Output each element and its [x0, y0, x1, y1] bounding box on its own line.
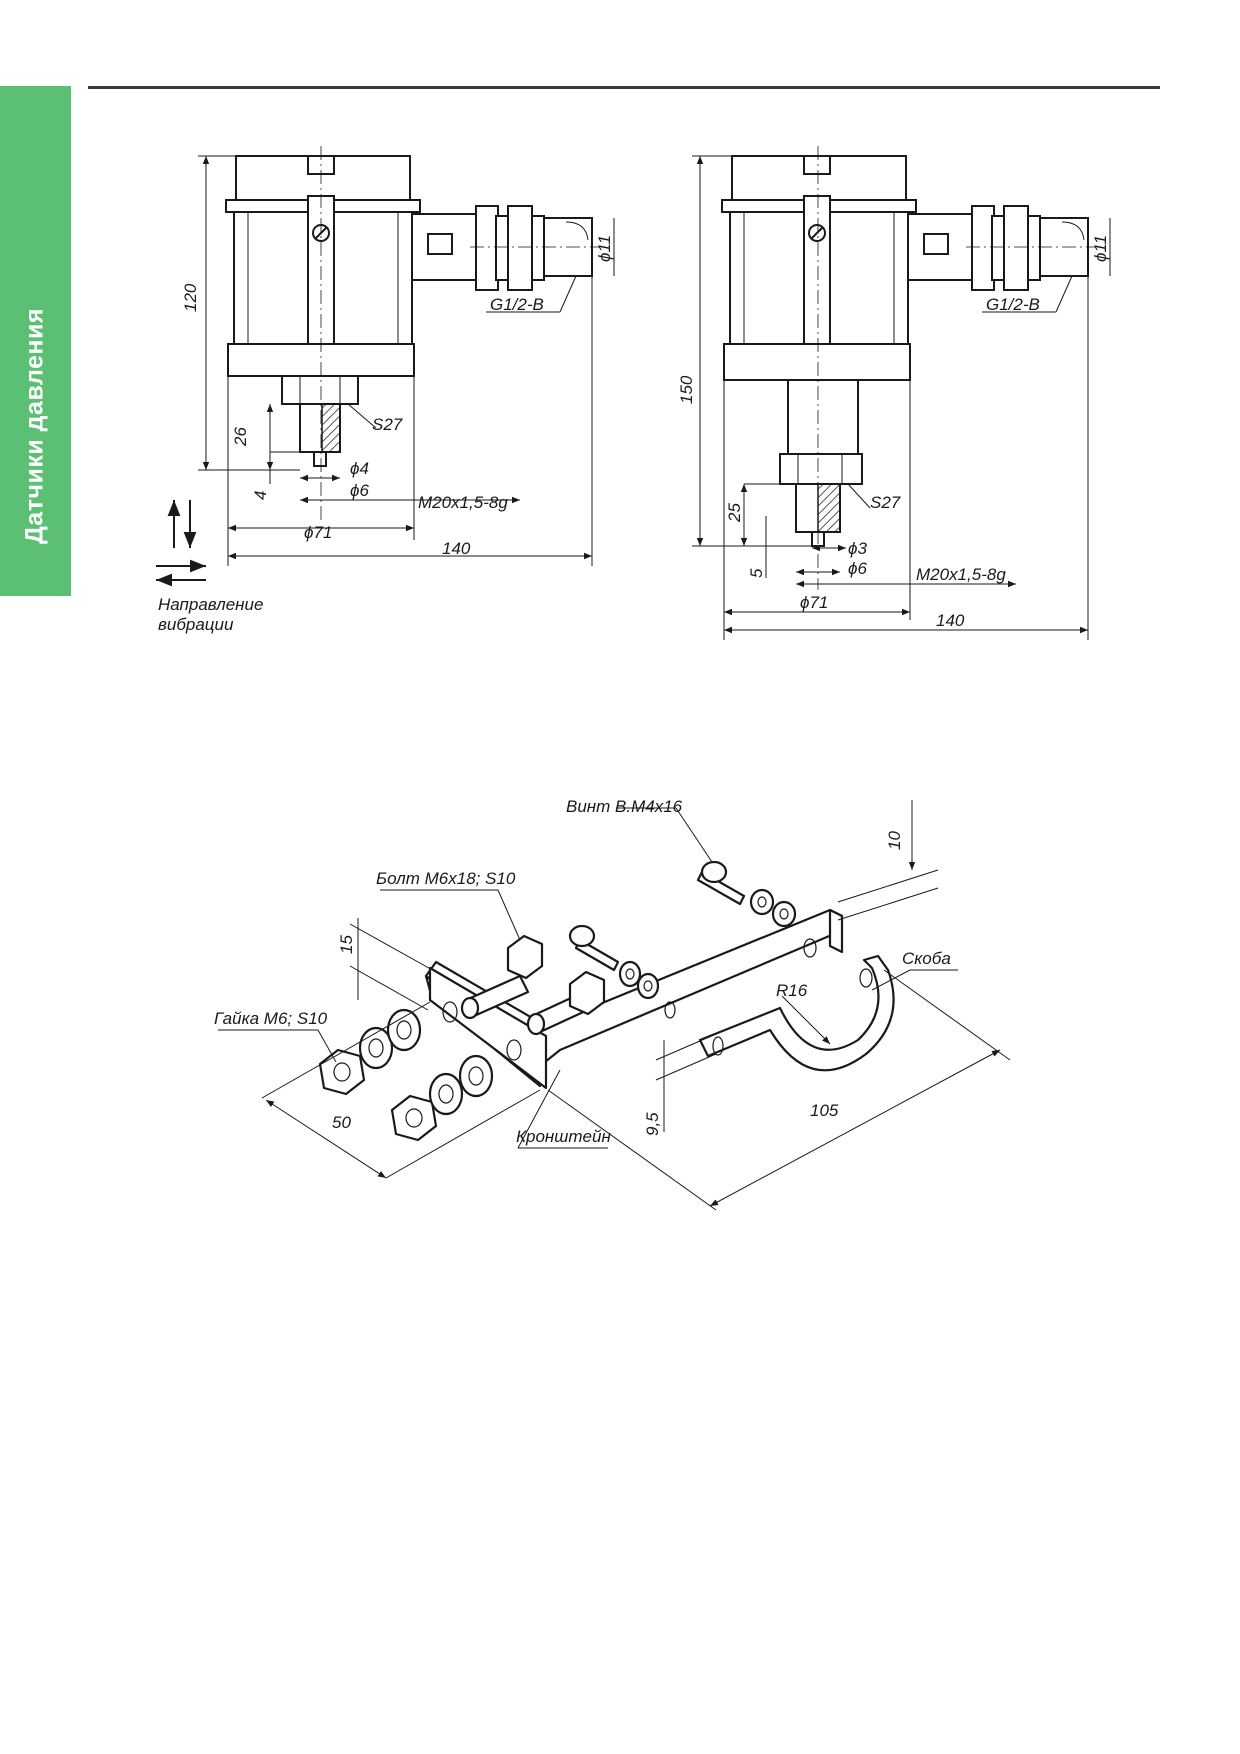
dim-bore-right: ϕ3 — [848, 539, 867, 558]
dim-port-right: G1/2-B — [986, 295, 1040, 314]
section-tab: Датчики давления — [0, 86, 71, 596]
dim-connector-left: ϕ11 — [595, 235, 614, 262]
dim-body-right: ϕ71 — [800, 593, 828, 612]
dim-stud-left: 26 — [231, 427, 250, 447]
vibration-arrows — [156, 500, 206, 587]
dim-height-left: 120 — [181, 283, 200, 312]
dim-10: 10 — [885, 831, 904, 850]
bracket-assembly-drawing: Винт В.М4х16 Болт М6х18; S10 Гайка М6; S… — [214, 797, 1011, 1211]
bolt-label: Болт М6х18; S10 — [376, 869, 516, 888]
dim-nut-left: S27 — [372, 415, 403, 434]
sensor-drawing-left: 120 S27 26 4 ϕ4 ϕ6 M20x1,5-8g ϕ71 140 ϕ1… — [181, 146, 615, 566]
bracket-label: Кронштейн — [516, 1127, 611, 1146]
nut-label: Гайка М6; S10 — [214, 1009, 328, 1028]
vibration-label-line1: Направление — [158, 595, 263, 614]
dim-thread-left: M20x1,5-8g — [418, 493, 508, 512]
dim-thread-right: M20x1,5-8g — [916, 565, 1006, 584]
dim-connector-right: ϕ11 — [1091, 235, 1110, 262]
dim-15: 15 — [337, 935, 356, 954]
dim-port-left: G1/2-B — [490, 295, 544, 314]
vibration-label-line2: вибрации — [158, 615, 234, 634]
dim-shaft-left: ϕ6 — [350, 481, 369, 500]
dim-shaft-right: ϕ6 — [848, 559, 867, 578]
dim-105: 105 — [810, 1101, 839, 1120]
dim-nut-right: S27 — [870, 493, 901, 512]
dim-tip-right: 5 — [747, 568, 766, 578]
dim-width-right: 140 — [936, 611, 965, 630]
sensor-drawing-right: 150 S27 25 5 ϕ3 ϕ6 M20x1,5-8g ϕ71 140 ϕ1… — [677, 146, 1111, 640]
dim-radius: R16 — [776, 981, 808, 1000]
dim-width-left: 140 — [442, 539, 471, 558]
screw-m4-upper — [696, 860, 746, 906]
dim-body-left: ϕ71 — [304, 523, 332, 542]
bolt-m6-upper — [460, 934, 544, 1020]
bolt-m6-lower — [526, 970, 606, 1036]
dim-50: 50 — [332, 1113, 351, 1132]
header-rule — [88, 86, 1160, 89]
clamp-label: Скоба — [902, 949, 951, 968]
dim-bore-left: ϕ4 — [350, 459, 369, 478]
screw-m4-lower — [568, 924, 620, 972]
screw-label: Винт В.М4х16 — [566, 797, 683, 816]
dim-9-5: 9,5 — [643, 1112, 662, 1136]
hex-nut-upper — [318, 1048, 366, 1096]
hex-nut-lower — [390, 1094, 438, 1142]
dim-height-right: 150 — [677, 375, 696, 404]
dim-stud-right: 25 — [725, 503, 744, 523]
dim-tip-left: 4 — [251, 491, 270, 500]
